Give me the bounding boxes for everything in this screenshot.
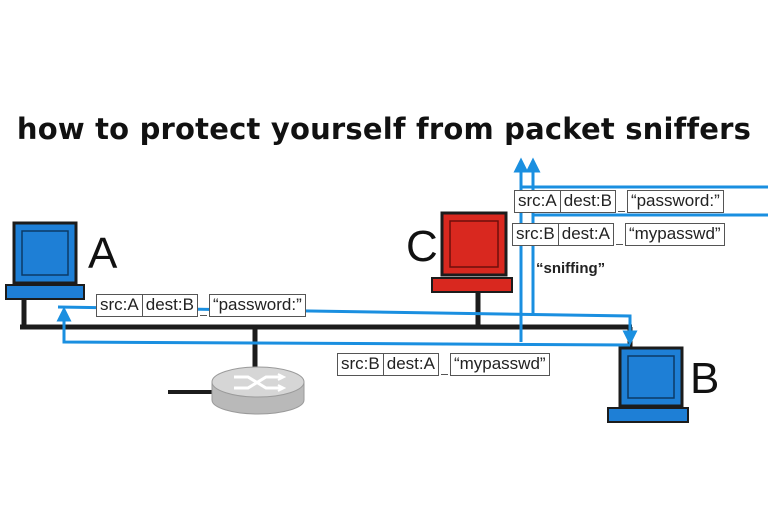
- packet-payload: “password:”: [208, 294, 306, 317]
- sniffed-packet-b-to-a: src:B dest:A “mypasswd”: [512, 223, 725, 246]
- packet-b-to-a: src:B dest:A “mypasswd”: [337, 353, 550, 376]
- computer-b-icon: [607, 346, 689, 423]
- packet-dest: dest:B: [560, 190, 616, 213]
- packet-payload: “mypasswd”: [624, 223, 725, 246]
- hub-icon: [168, 366, 305, 415]
- packet-src: src:A: [514, 190, 561, 213]
- node-label-a: A: [88, 229, 118, 278]
- packet-separator: [198, 294, 209, 317]
- packet-separator: [616, 190, 627, 213]
- node-label-c: C: [406, 222, 438, 271]
- sniffing-label: “sniffing”: [536, 260, 606, 277]
- packet-payload: “mypasswd”: [449, 353, 550, 376]
- packet-a-to-b: src:A dest:B “password:”: [96, 294, 306, 317]
- packet-src: src:B: [337, 353, 384, 376]
- packet-src: src:A: [96, 294, 143, 317]
- computer-a-icon: [5, 221, 85, 300]
- packet-dest: dest:A: [383, 353, 439, 376]
- packet-payload: “password:”: [626, 190, 724, 213]
- computer-c-icon: [431, 211, 513, 293]
- packet-dest: dest:A: [558, 223, 614, 246]
- packet-src: src:B: [512, 223, 559, 246]
- flow-b-to-a: [56, 306, 631, 347]
- node-label-b: B: [690, 354, 720, 403]
- packet-separator: [439, 353, 450, 376]
- sniffed-packet-a-to-b: src:A dest:B “password:”: [514, 190, 724, 213]
- diagram-title: how to protect yourself from packet snif…: [16, 112, 752, 146]
- packet-dest: dest:B: [142, 294, 198, 317]
- packet-separator: [614, 223, 625, 246]
